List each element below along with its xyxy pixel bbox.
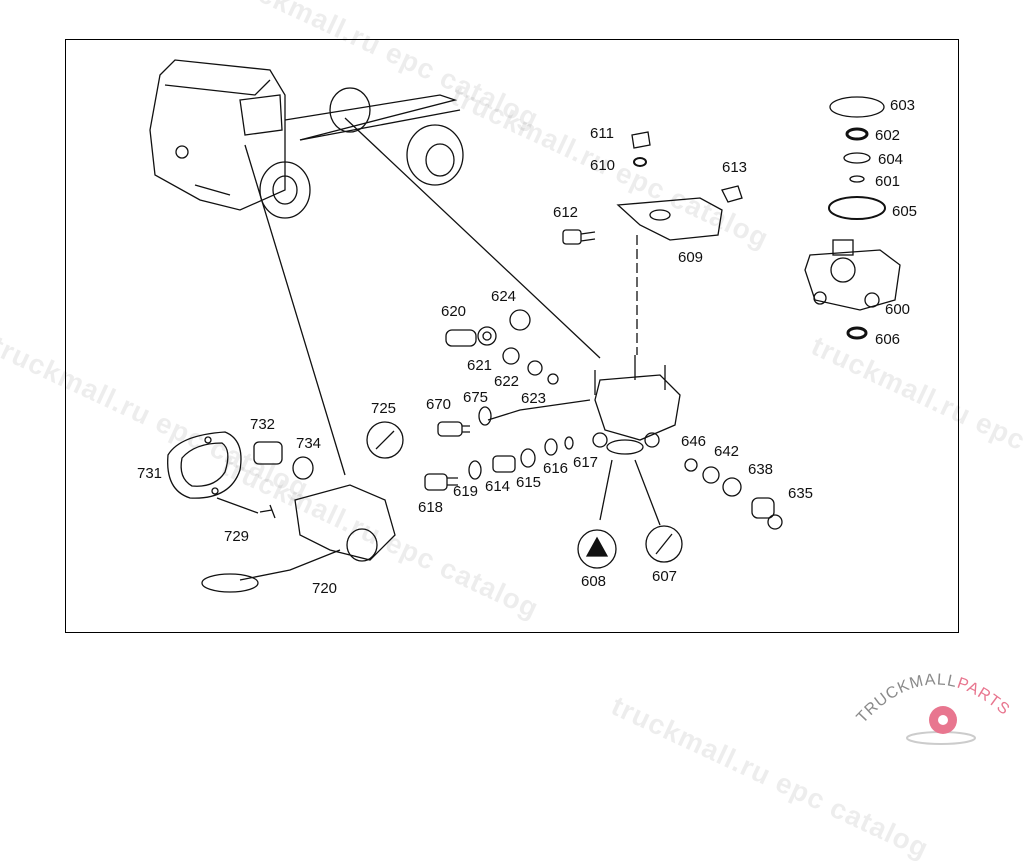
callout-614: 614 — [485, 478, 511, 495]
callout-635: 635 — [788, 485, 814, 502]
callout-725: 725 — [371, 400, 397, 417]
truck-illustration — [149, 59, 464, 219]
callout-600: 600 — [885, 301, 911, 318]
callout-638: 638 — [748, 461, 774, 478]
callout-622: 622 — [494, 373, 520, 390]
callout-642: 642 — [714, 443, 740, 460]
callout-729: 729 — [224, 528, 250, 545]
callout-720: 720 — [312, 580, 338, 597]
callout-623: 623 — [521, 390, 547, 407]
valve-600 — [804, 239, 901, 311]
callout-618: 618 — [418, 499, 444, 516]
callout-611: 611 — [590, 125, 614, 142]
callout-675: 675 — [463, 389, 489, 406]
callout-613: 613 — [722, 159, 748, 176]
callout-617: 617 — [573, 454, 599, 471]
callout-609: 609 — [678, 249, 704, 266]
gear-icon — [906, 706, 976, 745]
truckmallparts-logo: TRUCKMALLPARTS — [855, 671, 1012, 745]
callout-604: 604 — [878, 151, 904, 168]
callout-612: 612 — [553, 204, 579, 221]
callout-624: 624 — [491, 288, 517, 305]
callout-646: 646 — [681, 433, 707, 450]
parts-diagram — [149, 59, 901, 593]
diagram-frame — [65, 39, 959, 633]
callout-732: 732 — [250, 416, 276, 433]
callout-605: 605 — [892, 203, 918, 220]
callout-616: 616 — [543, 460, 569, 477]
callout-734: 734 — [296, 435, 322, 452]
callout-602: 602 — [875, 127, 901, 144]
callout-607: 607 — [652, 568, 678, 585]
callout-731: 731 — [137, 465, 163, 482]
callout-620: 620 — [441, 303, 467, 320]
callout-610: 610 — [590, 157, 616, 174]
callout-615: 615 — [516, 474, 542, 491]
callout-619: 619 — [453, 483, 479, 500]
callout-621: 621 — [467, 357, 493, 374]
callout-608: 608 — [581, 573, 607, 590]
callout-603: 603 — [890, 97, 916, 114]
callout-606: 606 — [875, 331, 901, 348]
callout-670: 670 — [426, 396, 452, 413]
callout-601: 601 — [875, 173, 901, 190]
main-valve — [592, 355, 681, 455]
